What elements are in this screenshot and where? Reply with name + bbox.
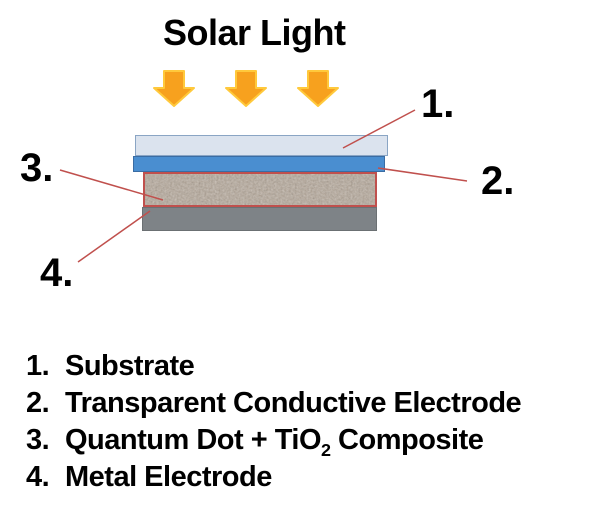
down-arrow-icon — [297, 70, 339, 107]
metal-electrode-layer — [142, 207, 377, 231]
transparent-conductive-electrode-layer — [133, 156, 385, 172]
callout-label-2: 2. — [481, 159, 515, 203]
callout-label-1: 1. — [421, 82, 455, 126]
legend: 1. Substrate 2. Transparent Conductive E… — [26, 350, 522, 498]
down-arrow-icon — [153, 70, 195, 107]
callout-label-4: 4. — [40, 251, 74, 295]
diagram-title: Solar Light — [163, 12, 346, 53]
legend-item-label: Metal Electrode — [65, 461, 272, 493]
legend-item-label: Substrate — [65, 350, 195, 382]
leader-line-4 — [77, 210, 151, 263]
callout-label-3: 3. — [20, 146, 54, 190]
legend-item-number: 3. — [26, 424, 50, 456]
legend-item-number: 2. — [26, 387, 50, 419]
legend-item-substrate: 1. Substrate — [26, 350, 521, 387]
legend-item-metal-electrode: 4. Metal Electrode — [26, 461, 521, 498]
legend-item-label: Transparent Conductive Electrode — [65, 387, 522, 419]
legend-item-label: Quantum Dot + TiO2 Composite — [65, 424, 484, 460]
composite-grain-texture — [145, 174, 375, 205]
substrate-layer — [135, 135, 388, 156]
legend-item-quantum-dot-tio2-composite: 3. Quantum Dot + TiO2 Composite — [26, 424, 521, 461]
legend-item-number: 4. — [26, 461, 50, 493]
legend-item-transparent-conductive-electrode: 2. Transparent Conductive Electrode — [26, 387, 522, 424]
legend-item-number: 1. — [26, 350, 50, 382]
leader-line-2 — [377, 167, 468, 182]
down-arrow-icon — [225, 70, 267, 107]
quantum-dot-tio2-composite-layer — [143, 172, 377, 207]
